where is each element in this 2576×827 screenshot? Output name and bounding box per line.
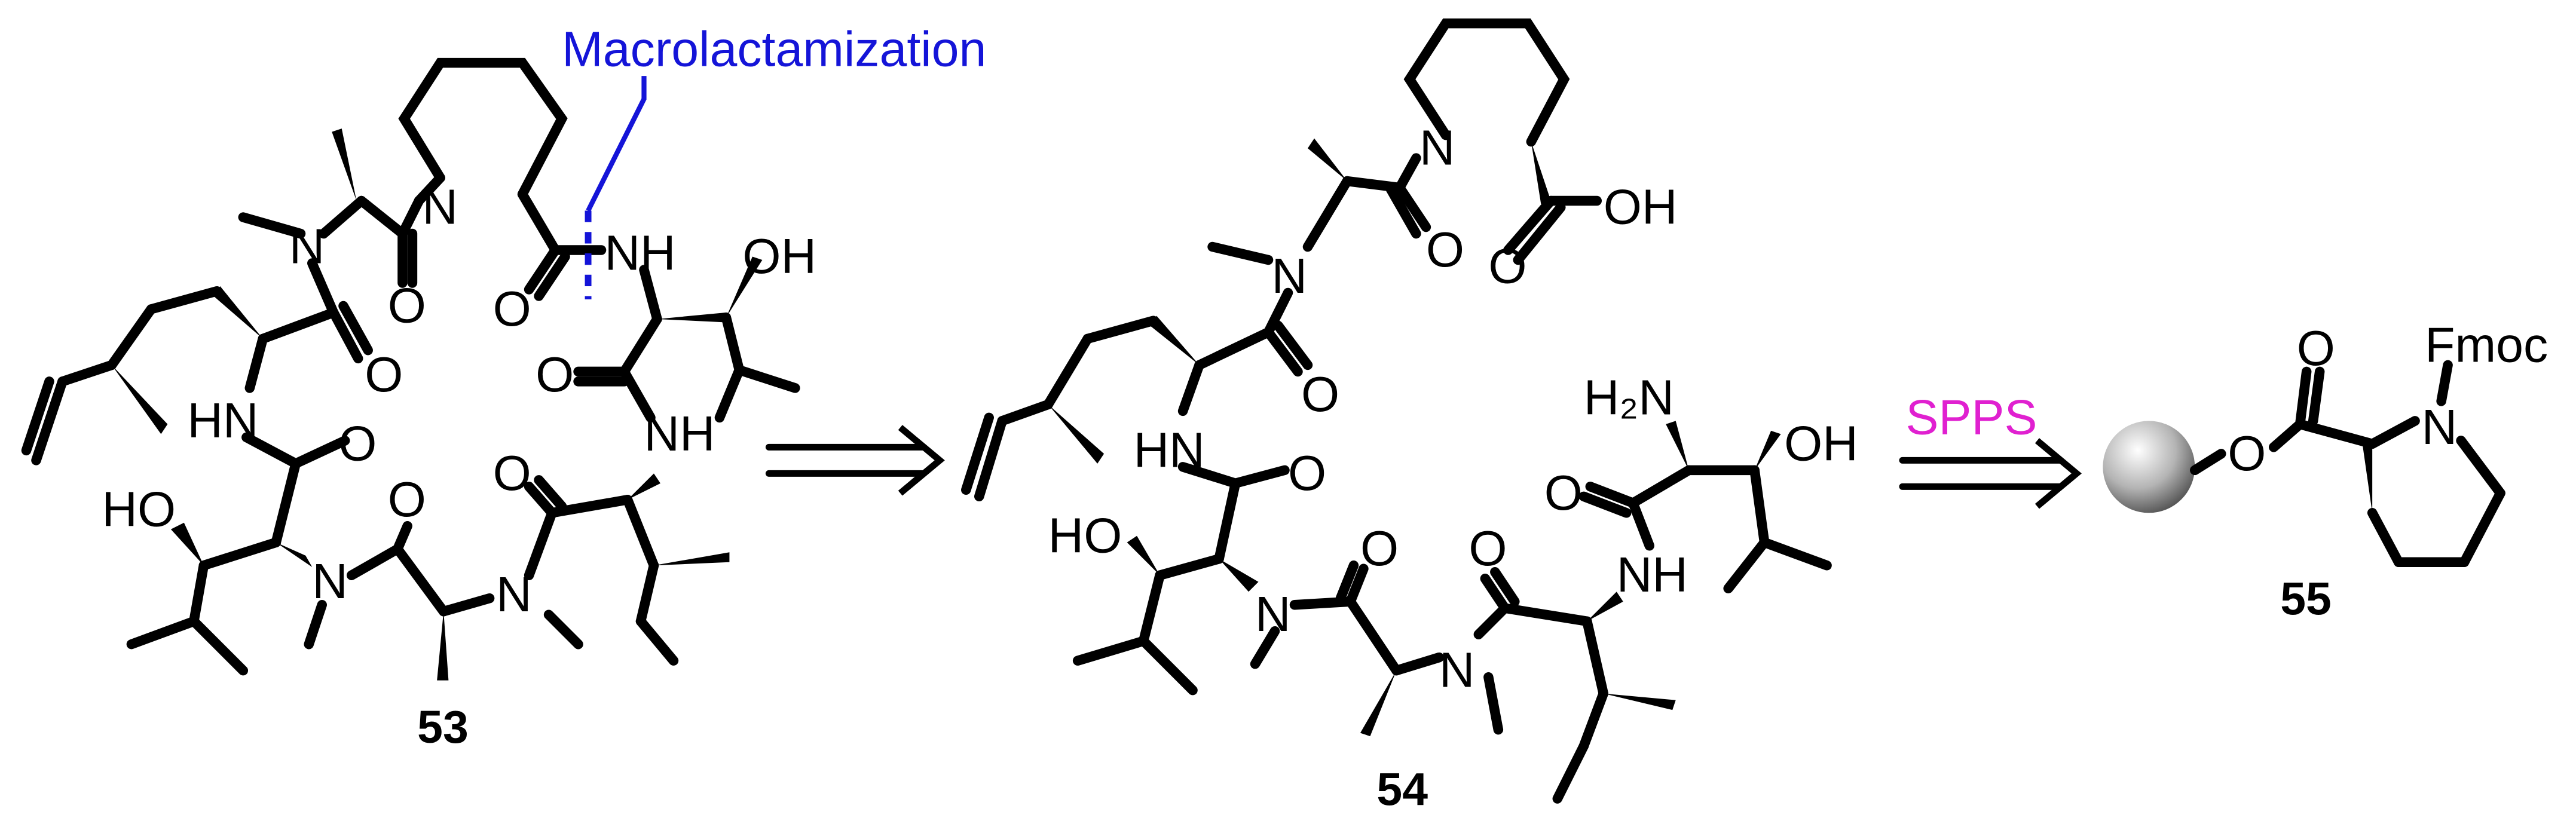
compound-54-atom-labels: N O O OH N O HN O H₂N OH O HO O O NH N N…: [1048, 121, 1858, 816]
atom-label-h2n: H₂N: [1584, 370, 1674, 425]
atom-label-n: N: [496, 567, 532, 622]
atom-label-ho: HO: [102, 482, 176, 537]
atom-label-oh: OH: [1604, 180, 1678, 235]
atom-label-o: O: [1426, 222, 1464, 277]
atom-label-nh: NH: [1617, 547, 1688, 602]
atom-label-o: O: [2297, 321, 2335, 376]
atom-label-n: N: [1419, 121, 1455, 176]
atom-label-o: O: [338, 416, 377, 471]
atom-label-o: O: [493, 281, 531, 336]
atom-label-o: O: [1288, 446, 1326, 501]
atom-label-n: N: [289, 219, 325, 274]
atom-label-o: O: [2228, 426, 2266, 481]
compound-53-atom-labels: N N O O O NH OH O HN O NH HO O O N N 53: [102, 180, 816, 754]
spps-label: SPPS: [1906, 390, 2037, 445]
atom-label-n: N: [422, 180, 458, 235]
atom-label-oh: OH: [1784, 416, 1858, 471]
atom-label-o: O: [1488, 238, 1526, 293]
atom-label-n: N: [1255, 587, 1291, 642]
atom-label-o: O: [388, 278, 426, 333]
atom-label-nh: NH: [644, 406, 715, 461]
atom-label-hn: HN: [1134, 422, 1205, 477]
atom-label-n: N: [2422, 400, 2458, 455]
atom-label-oh: OH: [742, 229, 816, 284]
atom-label-o: O: [388, 472, 426, 527]
atom-label-n: N: [1439, 643, 1475, 698]
atom-label-o: O: [1360, 521, 1399, 576]
macrolactamization-label: Macrolactamization: [562, 22, 986, 77]
atom-label-nh: NH: [605, 225, 676, 280]
atom-label-o: O: [1301, 367, 1339, 422]
retrosynthetic-arrow: [765, 425, 945, 496]
compound-55-label: 55: [2280, 574, 2332, 625]
atom-label-n: N: [312, 554, 348, 609]
compound-55-structure: [2103, 360, 2505, 568]
atom-label-o: O: [536, 347, 574, 402]
compound-54-label: 54: [1376, 764, 1428, 816]
atom-label-n: N: [1272, 249, 1308, 304]
compound-53-structure: [21, 57, 800, 681]
fmoc-label: Fmoc: [2425, 317, 2548, 372]
atom-label-ho: HO: [1048, 508, 1122, 563]
atom-label-o: O: [1468, 521, 1507, 576]
resin-bead-icon: [2103, 421, 2195, 513]
atom-label-o: O: [365, 347, 403, 402]
compound-53-label: 53: [417, 702, 469, 753]
disconnection-leader-line: [586, 76, 647, 212]
atom-label-o: O: [493, 446, 531, 501]
atom-label-hn: HN: [187, 393, 258, 448]
compound-54-structure: [961, 18, 1832, 804]
retrosynthetic-arrow: [1899, 438, 2082, 509]
compound-55-atom-labels: O O N Fmoc 55: [2228, 317, 2548, 624]
atom-label-o: O: [1544, 465, 1583, 520]
